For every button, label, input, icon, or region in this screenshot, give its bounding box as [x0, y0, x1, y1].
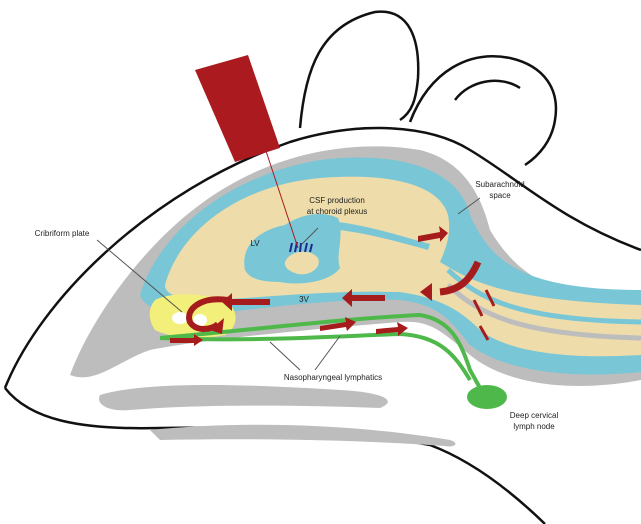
- cribriform-label: Cribriform plate: [35, 229, 90, 238]
- deep-cervical-lymph-node: [467, 385, 507, 409]
- lymph-node-label-line1: Deep cervical: [510, 411, 559, 420]
- ear-left: [300, 12, 418, 128]
- light-beam: [195, 55, 280, 162]
- ear-right-inner: [455, 81, 520, 100]
- nasopharyngeal-label: Nasopharyngeal lymphatics: [284, 373, 382, 382]
- cribriform-hole: [172, 312, 188, 324]
- 3v-label: 3V: [299, 295, 309, 304]
- palate-bone: [99, 385, 388, 410]
- jaw-outline: [5, 388, 545, 524]
- csf-label-line1: CSF production: [309, 196, 365, 205]
- ear-right: [410, 56, 556, 165]
- csf-label-line2: at choroid plexus: [307, 207, 367, 216]
- lv-label: LV: [250, 239, 260, 248]
- leader-nasopharyngeal-1: [270, 342, 300, 370]
- leader-nasopharyngeal-2: [315, 336, 340, 370]
- subarachnoid-label-line2: space: [489, 191, 511, 200]
- subarachnoid-label-line1: Subarachnoid: [475, 180, 524, 189]
- mandible-bone: [150, 425, 455, 447]
- lymph-node-label-line2: lymph node: [513, 422, 555, 431]
